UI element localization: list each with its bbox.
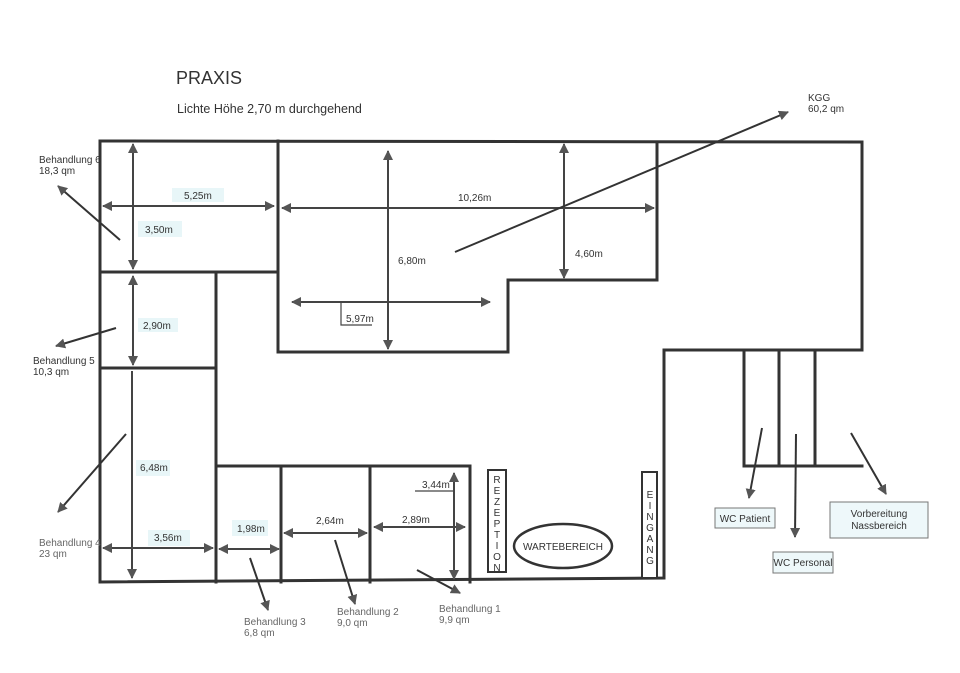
dimension-labels: 5,25m 3,50m 10,26m 6,80m 4,60m 5,97m 2,9… xyxy=(136,188,603,546)
dim-4-60: 4,60m xyxy=(575,249,603,260)
svg-text:6,8 qm: 6,8 qm xyxy=(244,628,275,639)
svg-text:A: A xyxy=(647,534,654,545)
svg-text:Behandlung 5: Behandlung 5 xyxy=(33,356,95,367)
svg-text:60,2 qm: 60,2 qm xyxy=(808,104,844,115)
svg-text:O: O xyxy=(493,552,501,563)
svg-text:Nassbereich: Nassbereich xyxy=(851,521,907,532)
dim-3-44: 3,44m xyxy=(422,480,450,491)
plan-subtitle: Lichte Höhe 2,70 m durchgehend xyxy=(177,102,362,116)
room-label-behandlung-3: Behandlung 36,8 qm xyxy=(244,617,306,639)
svg-text:N: N xyxy=(493,563,500,574)
svg-text:Vorbereitung: Vorbereitung xyxy=(851,509,908,520)
svg-text:Behandlung 1: Behandlung 1 xyxy=(439,604,501,615)
dim-6-80: 6,80m xyxy=(398,256,426,267)
svg-text:9,0 qm: 9,0 qm xyxy=(337,618,368,629)
svg-text:E: E xyxy=(647,490,654,501)
svg-text:Behandlung 6: Behandlung 6 xyxy=(39,155,101,166)
dim-2-89: 2,89m xyxy=(402,515,430,526)
svg-text:WC Personal: WC Personal xyxy=(774,558,833,569)
dim-3-56: 3,56m xyxy=(154,533,182,544)
svg-text:Behandlung 4: Behandlung 4 xyxy=(39,538,101,549)
svg-text:WARTEBEREICH: WARTEBEREICH xyxy=(523,542,603,553)
svg-text:T: T xyxy=(494,530,500,541)
room-label-vorbereitung: Vorbereitung Nassbereich xyxy=(829,501,929,539)
svg-text:R: R xyxy=(493,475,500,486)
svg-text:E: E xyxy=(494,508,501,519)
svg-text:WC Patient: WC Patient xyxy=(720,514,771,525)
svg-text:Behandlung 2: Behandlung 2 xyxy=(337,607,399,618)
dimension-lines xyxy=(102,143,655,580)
entrance: E I N G A N G xyxy=(641,471,658,579)
svg-text:18,3 qm: 18,3 qm xyxy=(39,166,75,177)
svg-text:N: N xyxy=(646,545,653,556)
svg-text:P: P xyxy=(494,519,501,530)
plan-title: PRAXIS xyxy=(176,68,242,88)
room-label-wc-patient: WC Patient xyxy=(714,507,776,529)
room-label-behandlung-6: Behandlung 618,3 qm xyxy=(39,155,101,177)
svg-text:G: G xyxy=(646,523,654,534)
waiting-area: WARTEBEREICH xyxy=(512,522,614,570)
dim-2-90: 2,90m xyxy=(143,321,171,332)
room-label-behandlung-4: Behandlung 423 qm xyxy=(39,538,101,560)
svg-text:KGG: KGG xyxy=(808,93,830,104)
walls xyxy=(98,139,864,584)
dim-5-25: 5,25m xyxy=(184,191,212,202)
svg-text:E: E xyxy=(494,486,501,497)
room-label-wc-personal: WC Personal xyxy=(772,551,834,574)
svg-text:I: I xyxy=(649,501,652,512)
svg-text:10,3 qm: 10,3 qm xyxy=(33,367,69,378)
dim-10-26: 10,26m xyxy=(458,193,491,204)
svg-text:23 qm: 23 qm xyxy=(39,549,67,560)
room-pointers xyxy=(55,110,887,611)
room-label-behandlung-1: Behandlung 19,9 qm xyxy=(439,604,501,626)
dim-3-50: 3,50m xyxy=(145,225,173,236)
svg-text:I: I xyxy=(496,541,499,552)
svg-text:G: G xyxy=(646,556,654,567)
dim-1-98: 1,98m xyxy=(237,524,265,535)
svg-text:Behandlung 3: Behandlung 3 xyxy=(244,617,306,628)
svg-text:Z: Z xyxy=(494,497,500,508)
reception-desk: R E Z E P T I O N xyxy=(487,469,507,574)
room-label-behandlung-5: Behandlung 510,3 qm xyxy=(33,356,95,378)
dim-6-48: 6,48m xyxy=(140,463,168,474)
svg-text:9,9 qm: 9,9 qm xyxy=(439,615,470,626)
svg-text:N: N xyxy=(646,512,653,523)
room-label-behandlung-2: Behandlung 29,0 qm xyxy=(337,607,399,629)
dim-5-97: 5,97m xyxy=(346,314,374,325)
dim-2-64: 2,64m xyxy=(316,516,344,527)
